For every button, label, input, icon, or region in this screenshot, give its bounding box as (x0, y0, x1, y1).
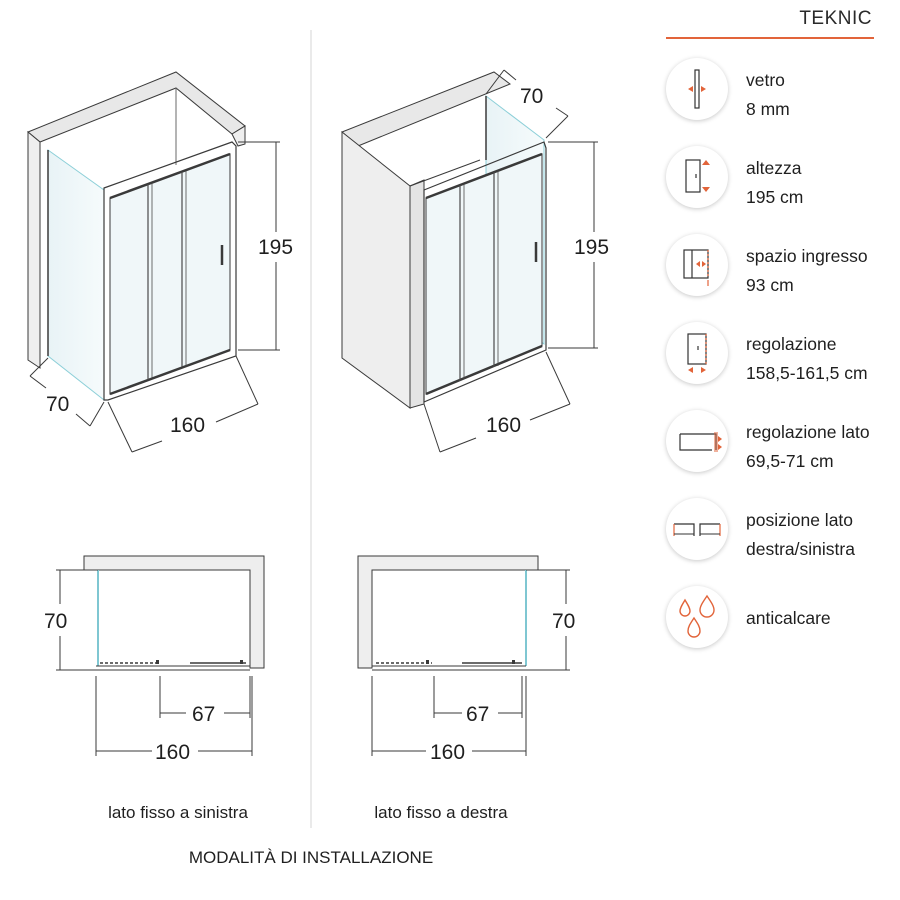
brand-underline (666, 37, 874, 39)
feature-glass-value: 8 mm (746, 99, 790, 119)
feature-height-value: 195 cm (746, 187, 804, 207)
installation-footer: MODALITÀ DI INSTALLAZIONE (189, 848, 433, 867)
wall-side (341, 130, 411, 409)
feature-side-adjustment-value: 69,5-71 cm (746, 451, 834, 471)
feature-side-position-value: destra/sinistra (746, 539, 855, 559)
feature-glass: vetro 8 mm (666, 58, 896, 128)
wall-top (27, 71, 246, 143)
wall-front (409, 179, 425, 409)
side-adjustment-icon (666, 410, 728, 472)
plan-right-depth-label: 70 (552, 610, 575, 633)
brand-name: TEKNIC (799, 8, 872, 29)
iso-left-width-label: 160 (170, 414, 205, 437)
feature-height-title: altezza (746, 158, 802, 178)
plan-left-opening-label: 67 (192, 703, 215, 726)
plan-left-caption: lato fisso a sinistra (108, 803, 248, 822)
feature-entrance: spazio ingresso 93 cm (666, 234, 896, 304)
wall-l-shape (83, 555, 265, 669)
plan-left-width-label: 160 (155, 741, 190, 764)
feature-width-adjustment: regolazione 158,5-161,5 cm (666, 322, 896, 392)
iso-right-width-label: 160 (486, 414, 521, 437)
feature-side-adjustment-title: regolazione lato (746, 422, 870, 442)
feature-glass-title: vetro (746, 70, 785, 90)
feature-anti-limescale-title: anticalcare (746, 608, 831, 628)
plan-diagram-right: 70 67 160 lato fisso a destra (357, 555, 575, 822)
feature-anti-limescale: anticalcare (666, 586, 896, 656)
plan-left-depth-label: 70 (44, 610, 67, 633)
iso-diagram-right: 195 160 70 (341, 69, 609, 453)
plan-diagram-left: 70 67 160 lato fisso a sinistra (44, 555, 265, 822)
iso-right-depth-label: 70 (520, 85, 543, 108)
height-icon (666, 146, 728, 208)
wall-l-shape (357, 555, 539, 669)
iso-left-height-label: 195 (258, 236, 293, 259)
plan-right-caption: lato fisso a destra (374, 803, 508, 822)
feature-width-adjustment-value: 158,5-161,5 cm (746, 363, 868, 383)
feature-height: altezza 195 cm (666, 146, 896, 216)
feature-side-adjustment: regolazione lato 69,5-71 cm (666, 410, 896, 480)
feature-entrance-title: spazio ingresso (746, 246, 868, 266)
wall-top (341, 71, 512, 147)
entrance-space-icon (666, 234, 728, 296)
wall-right-strip (231, 125, 246, 147)
plan-right-opening-label: 67 (466, 703, 489, 726)
wall-face (27, 130, 41, 369)
feature-width-adjustment-title: regolazione (746, 334, 837, 354)
width-adjustment-icon (666, 322, 728, 384)
side-glass-panel (47, 149, 105, 402)
iso-left-depth-label: 70 (46, 393, 69, 416)
feature-side-position-title: posizione lato (746, 510, 854, 530)
iso-diagram-left: 195 160 70 (27, 71, 293, 453)
glass-thickness-icon (666, 58, 728, 120)
front-frame (423, 141, 547, 403)
side-position-icon (666, 498, 728, 560)
feature-entrance-value: 93 cm (746, 275, 794, 295)
iso-right-height-label: 195 (574, 236, 609, 259)
feature-side-position: posizione lato destra/sinistra (666, 498, 896, 568)
plan-right-width-label: 160 (430, 741, 465, 764)
anti-limescale-icon (666, 586, 728, 648)
